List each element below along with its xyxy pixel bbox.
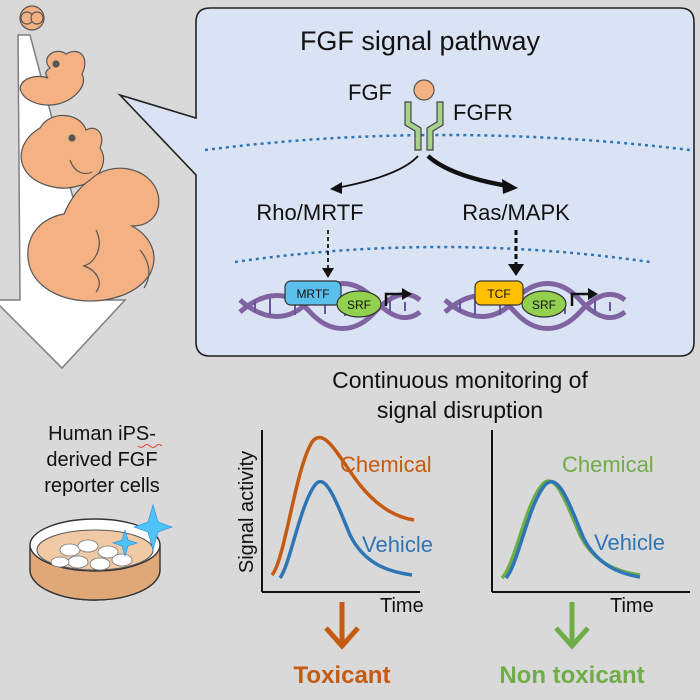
rho-mrtf-label: Rho/MRTF — [256, 200, 363, 225]
embryo-stage-2-icon — [19, 50, 86, 106]
fgfr-receptor-icon — [404, 101, 444, 151]
pathway-panel: FGF signal pathway — [117, 7, 695, 357]
arrow-to-ras — [426, 154, 509, 189]
left-x-label: Time — [380, 595, 424, 617]
left-plot: Chemical Vehicle Time — [261, 430, 433, 617]
right-vehicle-label: Vehicle — [594, 530, 665, 555]
srf-left-label: SRF — [347, 298, 371, 312]
fgfr-label: FGFR — [453, 100, 513, 125]
right-x-label: Time — [610, 595, 654, 617]
tcf-label: TCF — [487, 287, 510, 301]
toxicant-arrow-icon — [324, 602, 360, 650]
left-vehicle-curve — [278, 479, 413, 580]
tss-arrow-right-head — [588, 288, 598, 300]
cell-membrane — [204, 133, 691, 152]
mrtf-label: MRTF — [296, 287, 329, 301]
cells-line-2: derived FGF — [46, 449, 157, 471]
tss-arrow-left-head — [402, 288, 412, 300]
cells-line-3: reporter cells — [44, 475, 160, 497]
fgf-label: FGF — [348, 80, 392, 105]
petri-dish-icon — [29, 518, 161, 601]
left-chemical-curve — [270, 435, 415, 577]
embryo-stage-3-icon — [20, 114, 105, 189]
spellcheck-underline — [137, 444, 163, 448]
fgf-ligand-icon — [413, 79, 435, 101]
right-vehicle-curve — [504, 480, 641, 580]
non-toxicant-label: Non toxicant — [499, 662, 644, 689]
tss-arrow-right-icon — [570, 292, 588, 306]
y-axis-label: Signal activity — [236, 451, 258, 573]
fetus-icon — [27, 167, 160, 302]
srf-left-ellipse — [336, 290, 382, 318]
right-plot: Chemical Vehicle Time — [491, 430, 690, 617]
early-embryo-icon — [19, 5, 45, 31]
mrtf-box — [284, 280, 342, 306]
embryo-stages-illustration — [19, 5, 160, 302]
left-chemical-label: Chemical — [340, 452, 432, 477]
arrow-to-rho-head — [330, 182, 342, 194]
srf-right-ellipse — [521, 290, 567, 318]
nuclear-membrane — [234, 245, 651, 264]
toxicant-label: Toxicant — [294, 662, 391, 689]
arrow-to-ras-head — [502, 179, 518, 194]
cells-line-1: Human iPS- — [48, 423, 156, 445]
pathway-title: FGF signal pathway — [300, 26, 541, 56]
ras-mapk-label: Ras/MAPK — [462, 200, 570, 225]
monitoring-line-2: signal disruption — [377, 397, 543, 423]
tss-arrow-left-icon — [384, 292, 402, 306]
sparkle-icon — [112, 503, 173, 558]
monitoring-line-1: Continuous monitoring of — [332, 367, 588, 393]
ras-to-nucleus-arrow-head — [508, 264, 524, 276]
rho-to-nucleus-arrow-head — [322, 268, 334, 278]
non-toxicant-arrow-icon — [554, 602, 590, 650]
tcf-box — [474, 280, 524, 306]
arrow-to-rho — [335, 155, 419, 189]
right-chemical-label: Chemical — [562, 452, 654, 477]
srf-right-label: SRF — [532, 298, 556, 312]
left-vehicle-label: Vehicle — [362, 532, 433, 557]
